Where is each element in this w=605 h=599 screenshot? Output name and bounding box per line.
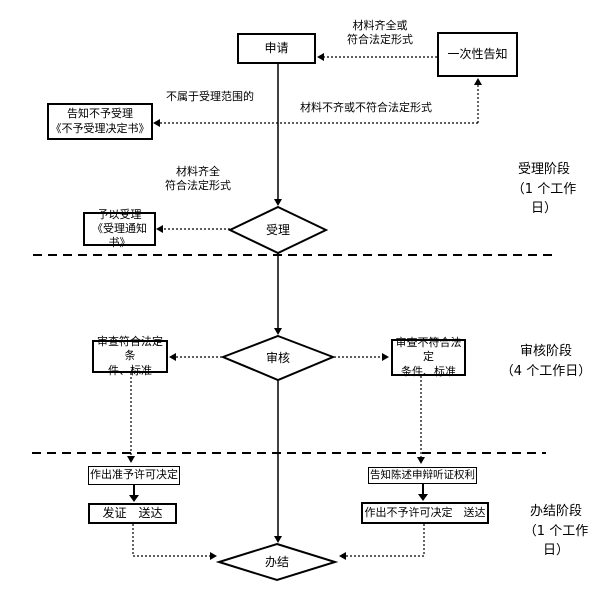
arrowhead [317,53,324,61]
arrowhead [417,457,425,464]
grant-decision-box: 作出准予许可决定 [88,466,180,485]
line-deny-to-complete [345,524,425,557]
arrowhead [274,199,282,206]
annotation-materials-incomplete: 材料不齐或不符合法定形式 [300,101,432,114]
annotation-materials-complete-mid: 材料齐全 符合法定形式 [165,165,231,193]
review-fail-box: 审查不符合法定 条件、标准 [391,336,466,378]
arrowhead [474,78,482,85]
notify-rights-box: 告知陈述申辩听证权利 [368,467,477,484]
deny-decision-box: 作出不予许可决定 送达 [361,502,489,524]
accept-diamond-label: 受理 [265,223,290,237]
arrowhead [156,225,163,233]
complete-diamond-shape [215,542,339,582]
review-diamond-label: 审核 [265,351,290,365]
accept-diamond-shape [227,205,329,255]
arrowhead [129,495,139,502]
annotation-materials-complete-top: 材料齐全或 符合法定形式 [347,19,413,47]
review-diamond-shape [220,334,336,382]
annotation-out-of-scope: 不属于受理范围的 [166,90,254,103]
arrowhead [127,456,135,463]
arrowhead [153,119,160,127]
arrowhead [169,353,176,361]
arrowhead [210,552,217,560]
stage-label-accept: 受理阶段 （1 个工作 日） [511,162,577,216]
accept-notice-box: 予以受理 《受理通知书》 [83,208,156,249]
apply-box: 申请 [237,33,316,64]
complete-diamond-label: 办结 [264,555,289,569]
arrowhead [274,328,282,335]
one-time-notice-box: 一次性告知 [437,32,518,77]
line-issue-to-complete [132,524,211,557]
arrowhead [274,536,282,543]
issue-deliver-box: 发证 送达 [88,503,177,524]
reject-notice-box: 告知不予受理 《不予受理决定书》 [47,103,153,140]
stage-label-review: 审核阶段 （4 个工作日） [500,344,592,379]
arrowhead [382,353,389,361]
review-pass-box: 审查符合法定条 件、标准 [92,335,168,377]
arrowhead [339,552,346,560]
stage-label-complete: 办结阶段 （1 个工作 日） [523,504,589,558]
arrowhead [418,494,428,501]
